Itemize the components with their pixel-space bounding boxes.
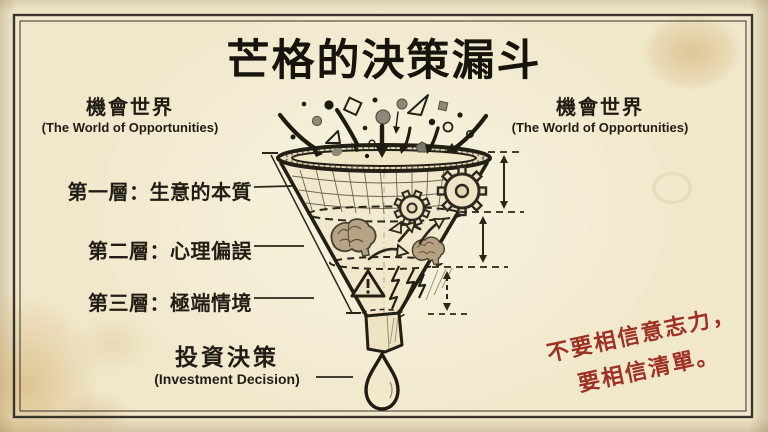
world-label-right-zh: 機會世界 <box>556 97 644 119</box>
divider-layer2-3 <box>329 256 443 270</box>
decision-label-en: (Investment Decision) <box>154 371 300 388</box>
lightning-icon <box>388 265 427 310</box>
world-label-right: 機會世界 (The World of Opportunities) <box>492 97 708 136</box>
water-drop-icon <box>364 352 400 411</box>
left-height-bracket <box>262 152 361 314</box>
decision-label-zh: 投資決策 <box>175 344 279 370</box>
decision-label: 投資決策 (Investment Decision) <box>107 344 347 388</box>
layer-2-label: 第二層：心理偏誤 <box>88 241 252 263</box>
funnel-side-left <box>279 161 368 317</box>
inflow-arrows <box>277 108 489 158</box>
page-title: 芒格的決策漏斗 <box>226 38 542 85</box>
warning-triangle-icon <box>350 269 386 298</box>
world-label-left-zh: 機會世界 <box>86 97 174 119</box>
falling-shapes <box>290 94 474 159</box>
measure-arrow-icon <box>428 151 524 315</box>
layer-3-label: 第三層：極端情境 <box>88 293 252 315</box>
world-label-left: 機會世界 (The World of Opportunities) <box>22 97 238 136</box>
funnel-spout <box>364 311 404 354</box>
funnel-rim-hatch <box>283 146 485 170</box>
world-label-right-en: (The World of Opportunities) <box>511 120 689 136</box>
label-connectors <box>253 185 353 378</box>
layer-1-label: 第一層：生意的本質 <box>67 182 252 204</box>
exchange-arrows-icon <box>367 218 446 261</box>
world-label-left-en: (The World of Opportunities) <box>41 120 219 136</box>
frame-border <box>12 13 754 419</box>
